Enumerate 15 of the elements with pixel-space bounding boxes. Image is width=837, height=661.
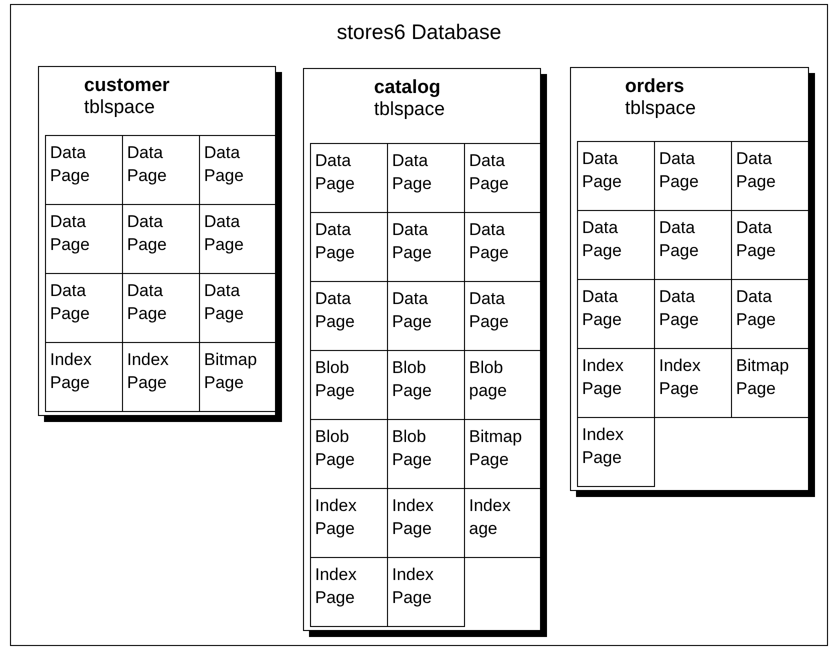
tablespace-name: customer (84, 75, 170, 97)
database-frame (10, 4, 828, 646)
tablespace-label: tblspace (84, 97, 155, 119)
page-cell: Index Page (45, 342, 123, 412)
page-cell: Data Page (310, 143, 388, 213)
database-title: stores6 Database (336, 21, 502, 45)
page-cell: Index Page (387, 557, 465, 627)
page-cell: Data Page (577, 141, 655, 211)
tablespace-name: catalog (374, 77, 441, 99)
page-cell: Index Page (577, 417, 655, 487)
tablespace-label: tblspace (374, 99, 445, 121)
tablespace-label: tblspace (625, 98, 696, 120)
page-cell: Data Page (45, 135, 123, 205)
page-cell: Index Page (310, 557, 388, 627)
tablespace-name: orders (625, 76, 684, 98)
